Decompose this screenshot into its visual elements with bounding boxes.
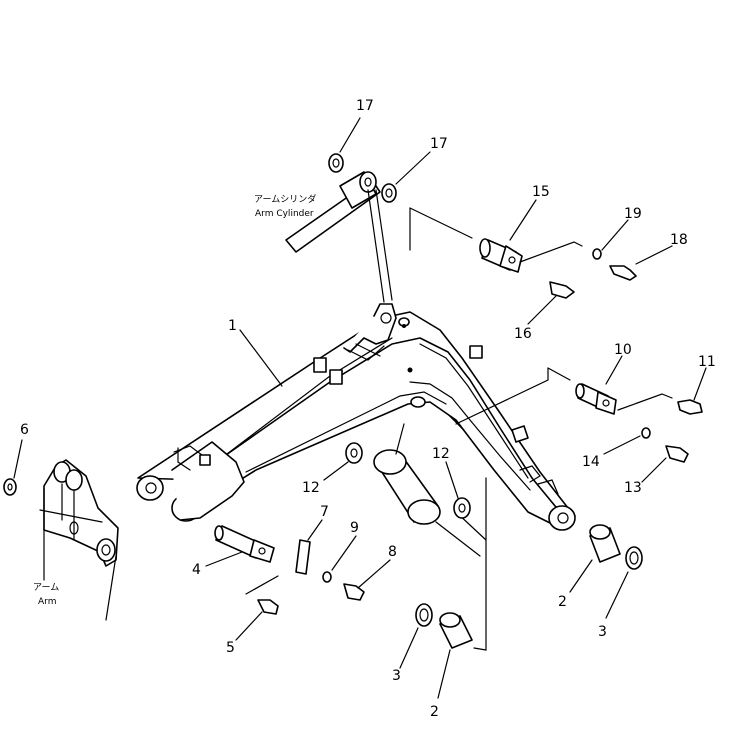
arm-cylinder-rod-end: [285, 171, 393, 303]
arm-note-jp: アーム: [33, 582, 59, 593]
callout-3a: 3: [598, 624, 607, 640]
bushing-2b: [439, 612, 473, 649]
callout-numbers: 1 2 2 3 3 4 5 6 7 8 9 10 11 12 12 13 14 …: [20, 98, 716, 720]
arm-cylinder-note-jp: アームシリンダ: [254, 193, 316, 205]
callout-17a: 17: [356, 98, 374, 114]
callout-15: 15: [532, 184, 550, 200]
bolt-13: [665, 445, 689, 463]
callout-9: 9: [350, 520, 359, 536]
callout-12b: 12: [432, 446, 450, 462]
arm-note-en: Arm: [38, 597, 56, 607]
washer-12a: [345, 442, 363, 464]
callout-14: 14: [582, 454, 600, 470]
washer-17b: [381, 183, 397, 203]
leader-lines: [13, 117, 707, 699]
callout-2b: 2: [430, 704, 439, 720]
bolt-5: [257, 599, 279, 615]
pin-4: [214, 525, 275, 563]
arm-bracket: [39, 459, 119, 621]
pin-10: [575, 383, 617, 415]
callout-2a: 2: [558, 594, 567, 610]
bolt-16: [549, 281, 575, 299]
callout-16: 16: [514, 326, 532, 342]
callout-11: 11: [698, 354, 716, 370]
washer-14: [641, 427, 651, 439]
seal-3a: [625, 546, 643, 570]
callout-6: 6: [20, 422, 29, 438]
bolt-8: [343, 583, 365, 601]
callout-12a: 12: [302, 480, 320, 496]
callout-19: 19: [624, 206, 642, 222]
seal-3b: [415, 603, 433, 627]
washer-19: [592, 248, 602, 260]
arm-cylinder-note-en: Arm Cylinder: [255, 209, 314, 219]
callout-1: 1: [228, 318, 237, 334]
callout-10: 10: [614, 342, 632, 358]
bolt-18: [609, 265, 637, 281]
boom: [136, 303, 576, 531]
callout-8: 8: [388, 544, 397, 560]
washer-12b: [453, 497, 471, 519]
callout-4: 4: [192, 562, 201, 578]
callout-13: 13: [624, 480, 642, 496]
bushing-2a: [589, 524, 621, 563]
plate-7: [295, 539, 311, 575]
bolt-11: [677, 399, 703, 415]
washer-6: [3, 478, 17, 496]
pin-15: [479, 238, 523, 273]
callout-3b: 3: [392, 668, 401, 684]
washer-17a: [328, 153, 344, 173]
callout-7: 7: [320, 504, 329, 520]
callout-5: 5: [226, 640, 235, 656]
washer-9: [322, 571, 332, 583]
callout-17b: 17: [430, 136, 448, 152]
callout-18: 18: [670, 232, 688, 248]
